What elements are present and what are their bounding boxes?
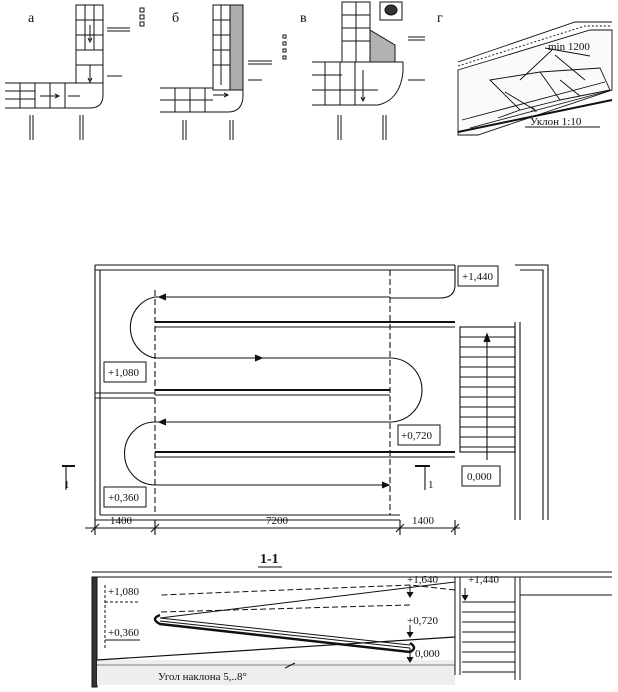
ramp-plan <box>62 264 549 535</box>
panel-b: б <box>160 4 287 140</box>
panel-a: а <box>5 4 145 140</box>
panel-g: г min 1200 Уклон 1:10 <box>437 11 613 136</box>
level-0000: 0,000 <box>467 471 492 483</box>
slope-note: Угол наклона 5,..8° <box>158 671 247 683</box>
sec-level-0000: 0,000 <box>415 648 440 660</box>
dim-left: 1400 <box>110 515 133 527</box>
level-1440: +1,440 <box>462 271 493 283</box>
dim-right: 1400 <box>412 515 435 527</box>
ramp-min-width: min 1200 <box>548 41 590 53</box>
panel-v: в <box>300 1 425 140</box>
panel-a-label: а <box>28 11 35 26</box>
level-0360: +0,360 <box>108 492 139 504</box>
plan-level-labels: +1,440 +1,080 +0,720 +0,360 0,000 1 1 14… <box>64 265 501 527</box>
level-0720: +0,720 <box>401 430 432 442</box>
panel-g-label: г <box>437 11 443 26</box>
sec-level-1440: +1,440 <box>468 574 499 586</box>
ramp-slope: Уклон 1:10 <box>530 116 582 128</box>
sec-level-1080: +1,080 <box>108 586 139 598</box>
section-mark-left: 1 <box>64 479 70 491</box>
section-view: 1-1 <box>91 552 612 688</box>
section-title: 1-1 <box>260 552 279 567</box>
dim-center: 7200 <box>266 515 289 527</box>
section-mark-right: 1 <box>428 479 434 491</box>
panel-b-label: б <box>172 11 179 26</box>
sec-level-0720: +0,720 <box>407 615 438 627</box>
sec-level-1640: +1,640 <box>407 574 438 586</box>
level-1080: +1,080 <box>108 367 139 379</box>
section-level-labels: +1,080 +0,360 +1,640 +1,440 +0,720 0,000… <box>108 574 499 683</box>
panel-v-label: в <box>300 11 307 26</box>
sec-level-0360: +0,360 <box>108 627 139 639</box>
